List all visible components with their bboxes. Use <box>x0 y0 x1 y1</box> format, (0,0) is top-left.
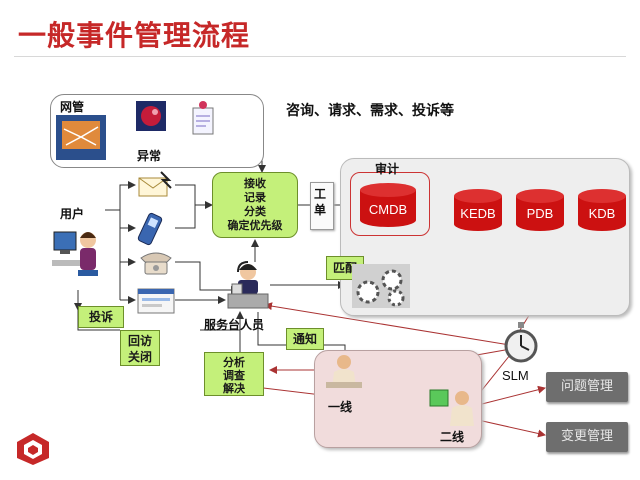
network-label: 网管 <box>60 100 85 114</box>
cmdb-label: CMDB <box>368 202 408 217</box>
ticket-label: 工单 <box>314 187 327 217</box>
analyze-line: 调查 <box>223 369 245 382</box>
intake-line: 记录 <box>244 191 266 204</box>
user-label: 用户 <box>60 207 85 221</box>
company-logo-icon <box>16 432 50 466</box>
change-management-box: 变更管理 <box>546 422 628 452</box>
page-title: 一般事件管理流程 <box>18 19 251 52</box>
kedb-label: KEDB <box>460 206 496 221</box>
intake-line: 确定优先级 <box>227 219 283 232</box>
network-topology-icon <box>56 115 106 160</box>
cmdb-database: CMDB <box>358 182 418 228</box>
intake-line: 接收 <box>244 177 266 190</box>
report-clipboard-icon <box>190 100 216 136</box>
complaint-box: 投诉 <box>78 306 124 328</box>
analyze-line: 分析 <box>223 356 245 369</box>
web-form-icon <box>137 288 175 314</box>
kdb-label: KDB <box>588 206 616 221</box>
desk-phone-icon <box>137 248 175 276</box>
slm-stopwatch-icon <box>500 322 542 364</box>
tier1-engineer-icon <box>322 352 366 392</box>
pdb-label: PDB <box>526 206 554 221</box>
slm-label: SLM <box>502 368 529 383</box>
tier1-label: 一线 <box>328 400 353 414</box>
intake-line: 分类 <box>244 205 266 218</box>
gears-icon <box>352 264 410 308</box>
mobile-phone-icon <box>137 212 173 246</box>
user-at-computer-icon <box>52 226 102 278</box>
notify-box: 通知 <box>286 328 324 350</box>
requests-note: 咨询、请求、需求、投诉等 <box>286 103 454 119</box>
email-envelope-icon <box>135 168 175 200</box>
tier2-engineer-icon <box>428 386 478 432</box>
audit-label: 审计 <box>375 162 400 176</box>
analyze-box: 分析 调查 解决 <box>204 352 264 396</box>
pdb-database: PDB <box>514 188 566 232</box>
kdb-database: KDB <box>576 188 628 232</box>
followup-close-box: 回访 关闭 <box>120 330 160 366</box>
analyze-line: 解决 <box>223 382 245 395</box>
alarm-screen-icon <box>135 100 167 134</box>
service-desk-agent-icon <box>226 260 270 312</box>
intake-box: 接收 记录 分类 确定优先级 <box>212 172 298 238</box>
anomaly-label: 异常 <box>137 149 162 163</box>
kedb-database: KEDB <box>452 188 504 232</box>
problem-management-box: 问题管理 <box>546 372 628 402</box>
cmdb-frame <box>350 172 430 236</box>
title-divider <box>14 56 626 57</box>
tier2-label: 二线 <box>440 430 465 444</box>
ticket-document <box>310 182 334 230</box>
service-desk-label: 服务台人员 <box>204 318 265 332</box>
